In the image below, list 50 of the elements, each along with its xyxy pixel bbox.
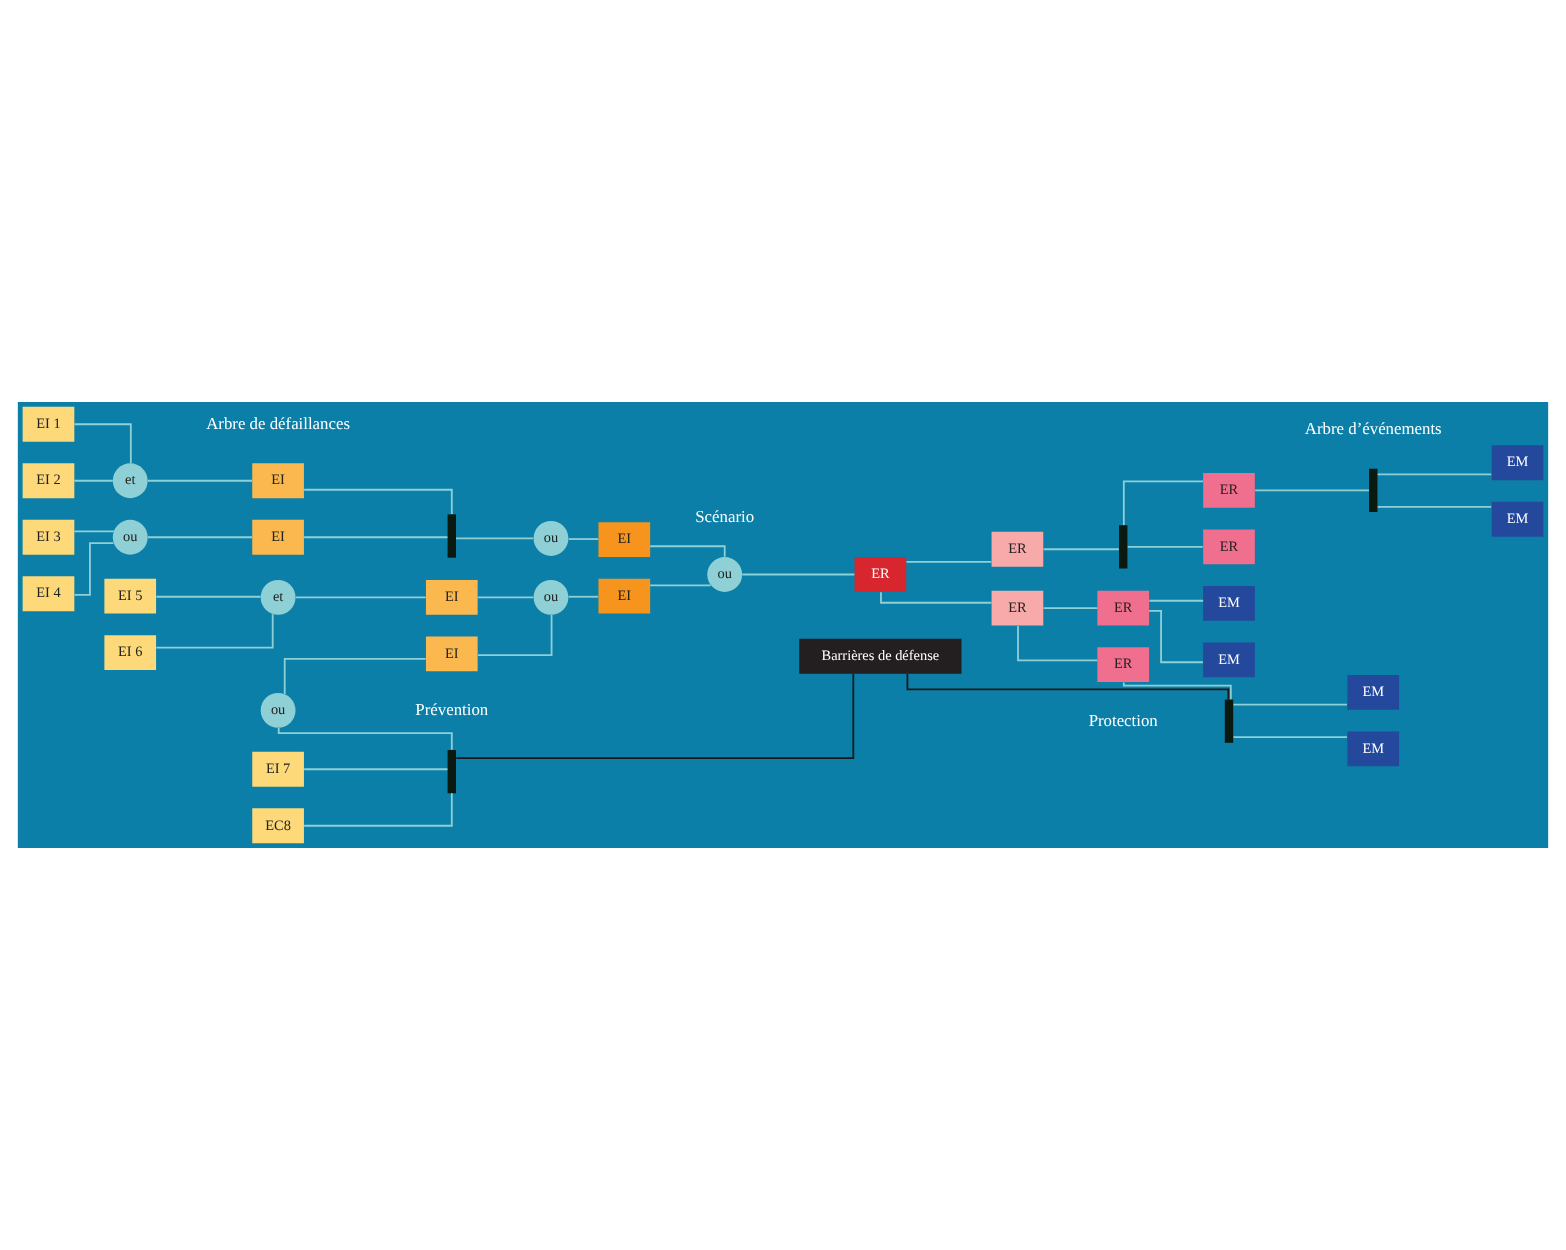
- connector: [1122, 480, 1204, 526]
- connector: [1254, 489, 1370, 492]
- connector: [73, 423, 132, 465]
- connector: [73, 542, 115, 596]
- connector: [146, 479, 254, 482]
- connector: [1042, 607, 1099, 610]
- connector: [155, 595, 262, 598]
- connector: [455, 673, 855, 760]
- connector: [906, 673, 1230, 701]
- connector: [1232, 703, 1348, 706]
- connector: [649, 584, 712, 587]
- node-bar: [1369, 468, 1378, 512]
- connector: [905, 561, 993, 563]
- connector: [1232, 736, 1348, 738]
- connector: [277, 727, 453, 751]
- connector: [477, 614, 553, 656]
- connector: [146, 536, 254, 539]
- connector: [1148, 599, 1205, 602]
- connector: [283, 657, 427, 695]
- connector: [567, 595, 599, 598]
- connector: [880, 591, 993, 604]
- connector: [649, 545, 726, 558]
- label: Arbre d’événements: [1304, 419, 1442, 438]
- node-bar: [447, 514, 456, 558]
- connector: [1017, 625, 1099, 662]
- connector: [303, 768, 449, 771]
- connector: [294, 596, 427, 599]
- connector: [567, 538, 599, 540]
- connector: [1042, 548, 1120, 551]
- connector: [455, 537, 535, 540]
- connector: [73, 530, 115, 533]
- connector: [476, 596, 535, 599]
- connector: [1148, 609, 1204, 664]
- label: Protection: [1088, 711, 1158, 730]
- node-bar: [1119, 525, 1128, 569]
- connector: [155, 613, 274, 649]
- connector: [741, 573, 856, 576]
- connector: [73, 479, 114, 482]
- label: Arbre de défaillances: [206, 414, 350, 433]
- connector: [303, 792, 453, 827]
- connector: [1122, 681, 1232, 701]
- node-bar: [1224, 699, 1234, 743]
- connector: [1126, 545, 1204, 548]
- connector: [1376, 473, 1493, 476]
- label: Prévention: [415, 700, 489, 719]
- node-bar: [447, 750, 456, 794]
- connector: [1376, 506, 1493, 508]
- label: Scénario: [695, 508, 755, 527]
- connector: [303, 488, 453, 515]
- connector: [303, 536, 449, 539]
